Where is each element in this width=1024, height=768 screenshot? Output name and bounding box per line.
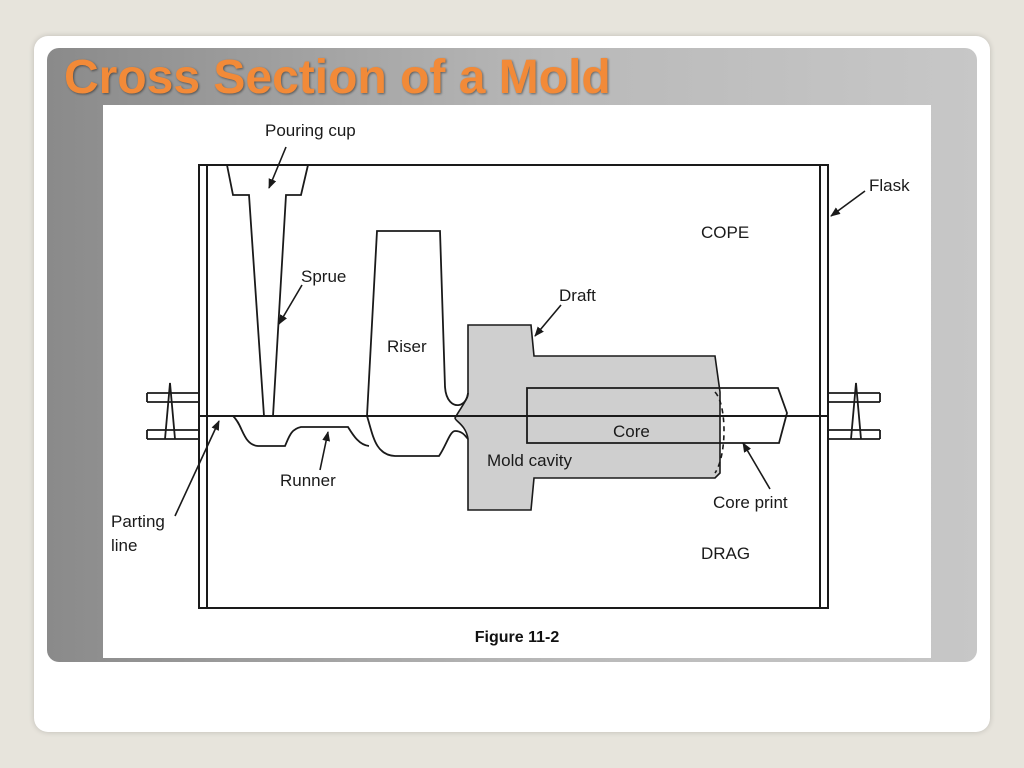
- label-core-print: Core print: [713, 493, 788, 512]
- label-pouring-cup: Pouring cup: [265, 121, 356, 140]
- flask-pin-right: [828, 382, 881, 440]
- slide-title: Cross Section of a Mold: [64, 51, 611, 104]
- label-draft: Draft: [559, 286, 596, 305]
- leader-arrows: [174, 146, 866, 517]
- riser: [366, 230, 469, 417]
- label-flask: Flask: [869, 176, 910, 195]
- label-riser: Riser: [387, 337, 427, 356]
- mold-cavity-region: [454, 324, 721, 511]
- label-cope: COPE: [701, 223, 749, 242]
- figure-caption: Figure 11-2: [474, 629, 560, 646]
- label-core: Core: [613, 422, 650, 441]
- flask: [198, 164, 829, 609]
- flask-pin-left: [146, 382, 199, 440]
- label-drag: DRAG: [701, 544, 750, 563]
- label-line: line: [111, 536, 137, 555]
- mold-figure-panel: Pouring cup Flask COPE Sprue Draft Riser…: [103, 105, 931, 658]
- runner: [232, 415, 370, 447]
- label-runner: Runner: [280, 471, 336, 490]
- pouring-cup-and-sprue: [226, 164, 309, 417]
- label-mold-cavity: Mold cavity: [487, 451, 573, 470]
- label-sprue: Sprue: [301, 267, 346, 286]
- label-parting: Parting: [111, 512, 165, 531]
- riser-drag-connection: [366, 415, 469, 457]
- core-print-boundary: [714, 391, 725, 474]
- core: [526, 387, 788, 444]
- mold-cross-section-diagram: Pouring cup Flask COPE Sprue Draft Riser…: [111, 121, 910, 609]
